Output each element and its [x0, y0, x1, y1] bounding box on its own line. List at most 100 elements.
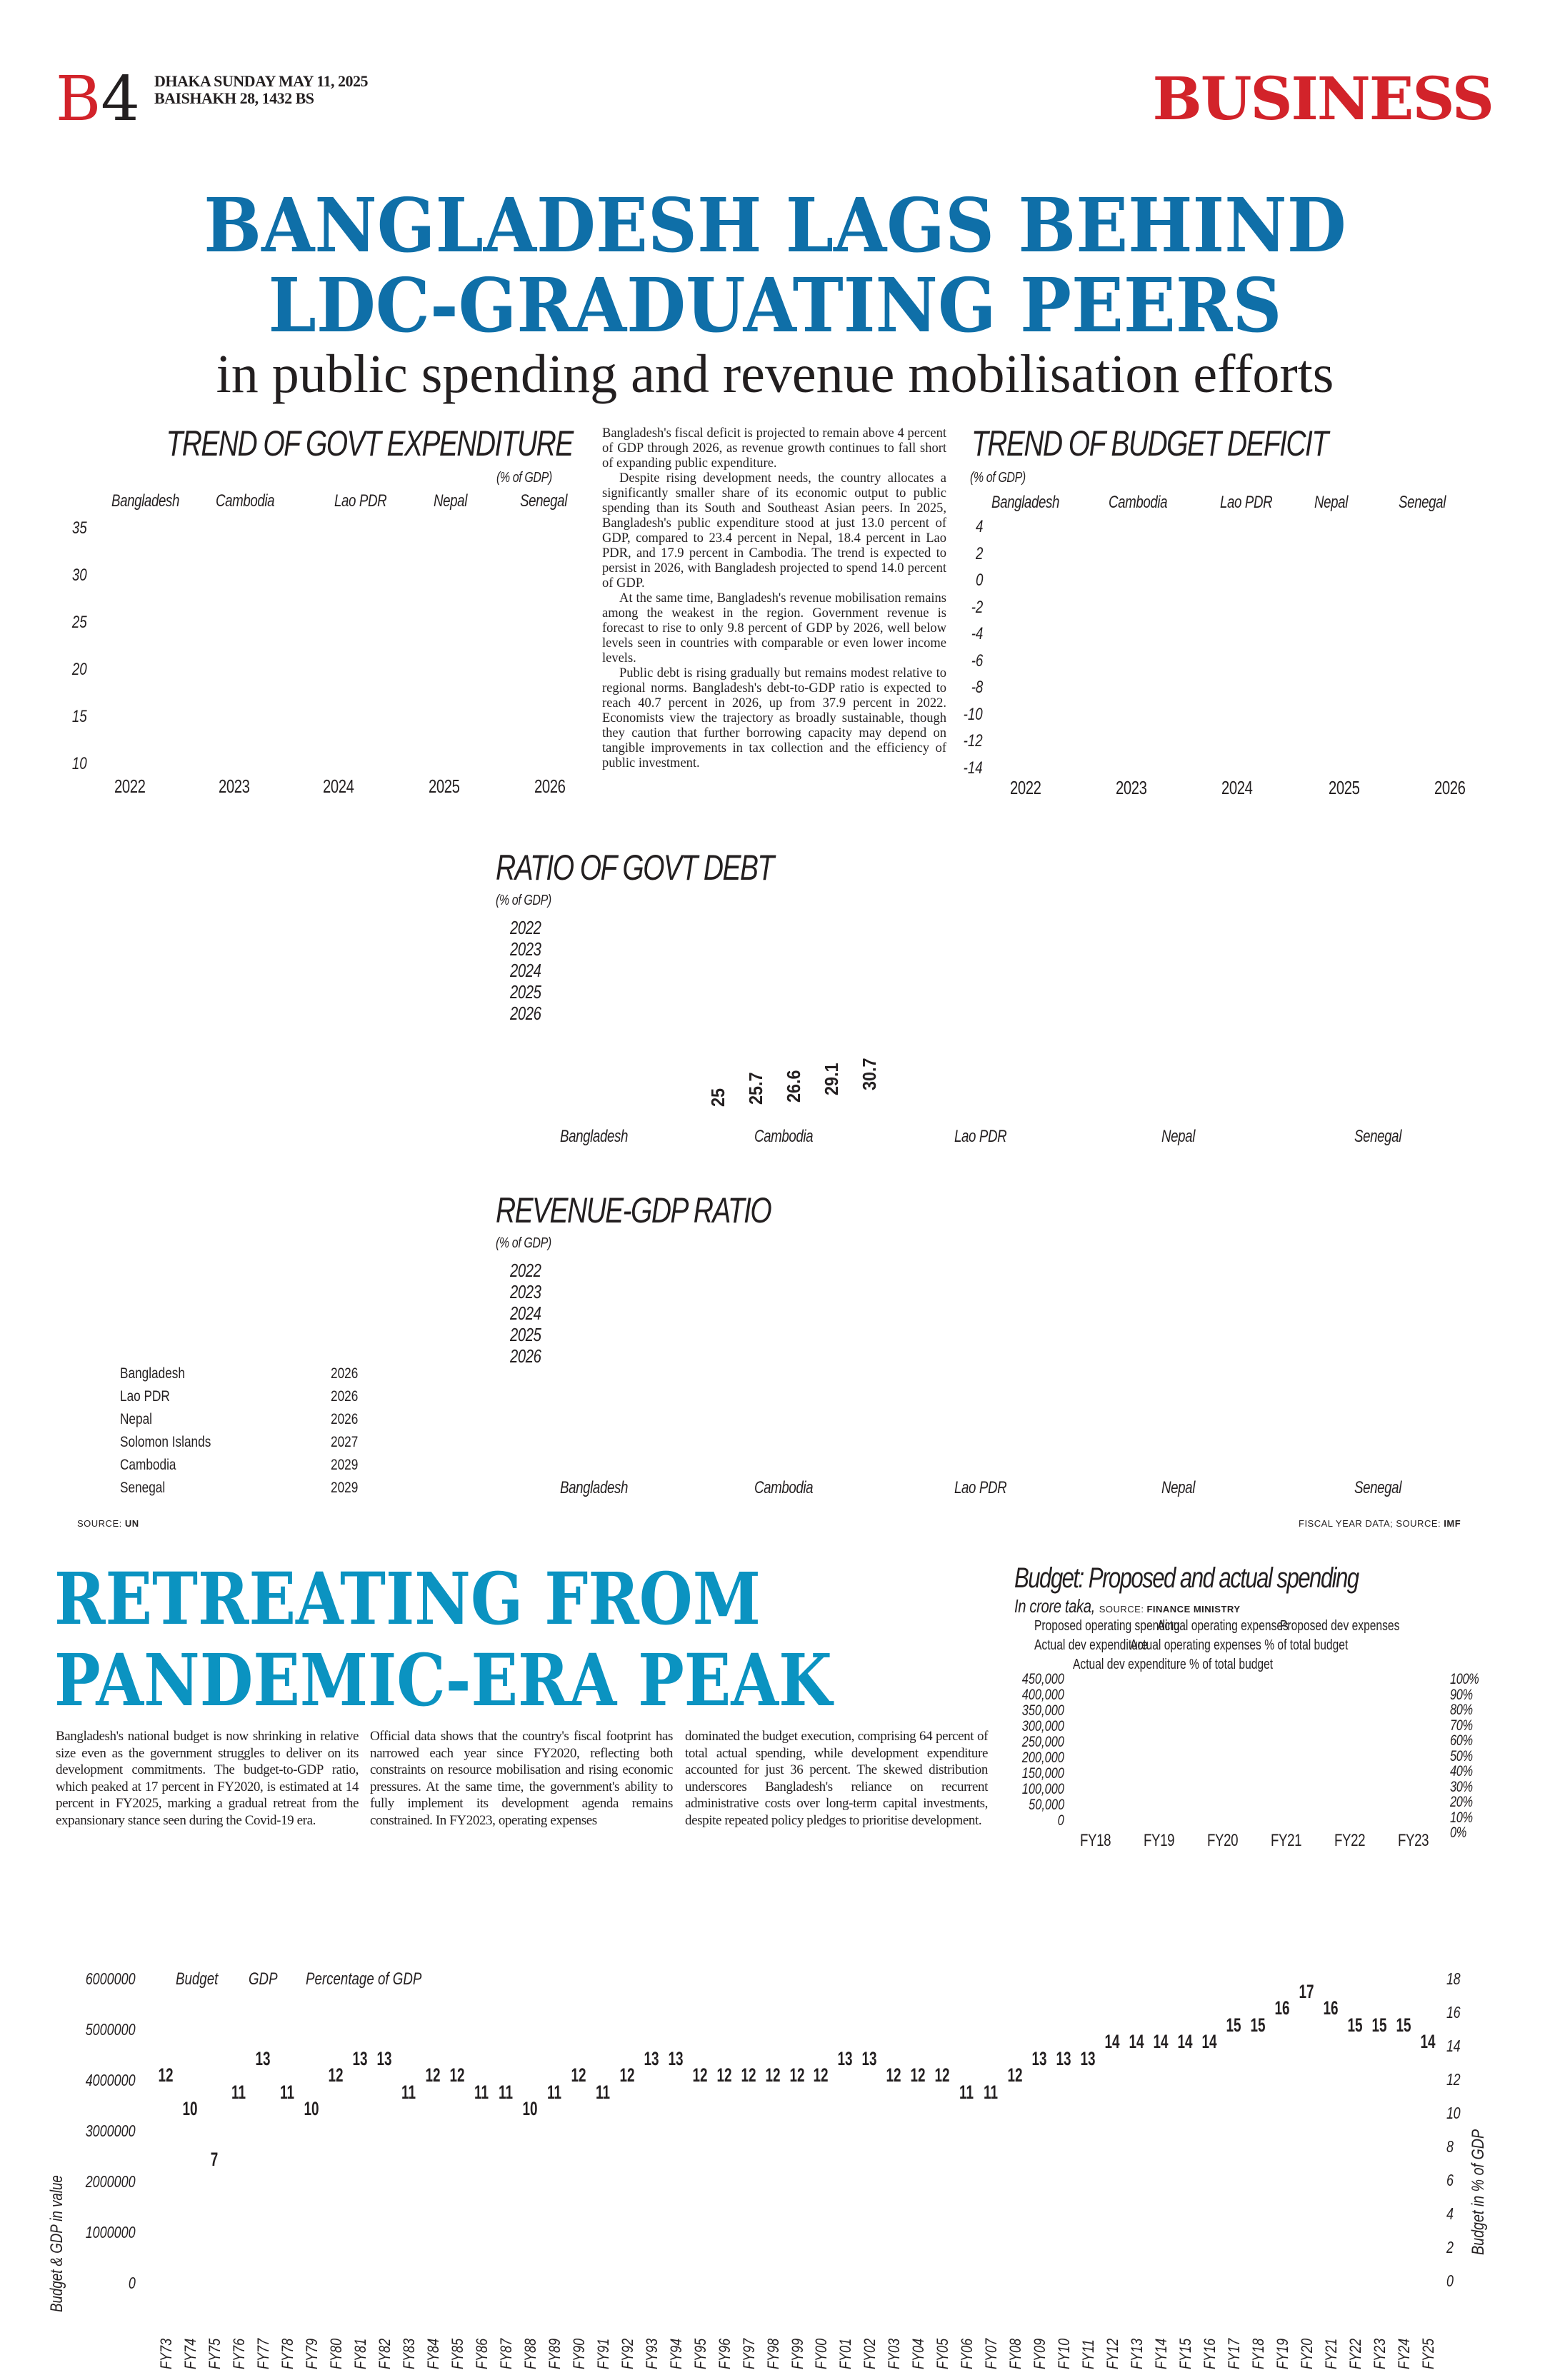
chart-title: TREND OF GOVT EXPENDITURE [166, 423, 574, 463]
chart-title: RATIO OF GOVT DEBT [496, 848, 774, 888]
x-tick: FY07 [982, 2338, 1001, 2369]
dateline: DHAKA SUNDAY MAY 11, 2025 BAISHAKH 28, 1… [154, 72, 369, 107]
category-label: Lao PDR [954, 1127, 1007, 1146]
x-tick: FY89 [545, 2338, 564, 2369]
percentage-label: 12 [619, 2064, 635, 2086]
x-tick: FY10 [1055, 2338, 1074, 2369]
y-tick: 15 [72, 707, 87, 726]
category-label: Senegal [1354, 1478, 1401, 1497]
data-label: 25.7 [745, 1072, 766, 1105]
percentage-label: 12 [425, 2064, 441, 2086]
legend-item: Nepal [434, 491, 467, 511]
y-tick: -4 [971, 624, 983, 643]
y-tick-right: 90% [1450, 1686, 1473, 1703]
x-tick: FY08 [1006, 2338, 1025, 2369]
x-tick: FY12 [1104, 2338, 1122, 2369]
percentage-label: 11 [984, 2081, 999, 2103]
x-tick: FY80 [326, 2338, 345, 2369]
y-tick-left: 3000000 [86, 2122, 136, 2140]
legend-item: Percentage of GDP [306, 1969, 422, 1989]
x-tick: FY82 [375, 2338, 394, 2369]
imf-source: FISCAL YEAR DATA; SOURCE: IMF [1299, 1518, 1461, 1529]
percentage-label: 13 [668, 2047, 684, 2069]
y-tick-left: 450,000 [1021, 1671, 1064, 1687]
legend-item: 2025 [510, 981, 541, 1003]
date-gregorian: DHAKA SUNDAY MAY 11, 2025 [154, 72, 369, 90]
data-label: 26.6 [783, 1070, 804, 1103]
x-tick: FY25 [1419, 2338, 1437, 2369]
x-tick: 2026 [1434, 777, 1466, 798]
y-tick: -12 [963, 731, 983, 750]
source-label: FISCAL YEAR DATA; SOURCE: [1299, 1518, 1441, 1529]
category-label: Cambodia [754, 1127, 814, 1146]
x-tick: FY06 [958, 2338, 976, 2369]
article2-col2: Official data shows that the country's f… [370, 1729, 673, 1828]
y-tick-left: 0 [1057, 1812, 1064, 1829]
unit-label: In crore taka, [1014, 1595, 1095, 1617]
x-tick: FY22 [1334, 1831, 1366, 1850]
y-tick: 30 [72, 566, 87, 585]
article2-col3: dominated the budget execution, comprisi… [685, 1729, 988, 1828]
percentage-label: 14 [1201, 2031, 1217, 2052]
percentage-label: 12 [1007, 2064, 1023, 2086]
y-tick-right: 80% [1450, 1702, 1473, 1718]
y-tick-left: 4000000 [86, 2071, 136, 2089]
percentage-label: 13 [376, 2047, 392, 2069]
y-tick-left: 300,000 [1021, 1718, 1064, 1734]
y-tick-left: 250,000 [1021, 1734, 1064, 1750]
percentage-label: 13 [644, 2047, 659, 2069]
x-tick: FY84 [424, 2338, 442, 2369]
x-tick: FY20 [1298, 2338, 1316, 2369]
legend-item: Senegal [1399, 493, 1446, 512]
y-tick-right: 10% [1450, 1809, 1473, 1826]
x-tick: FY00 [812, 2338, 831, 2369]
x-tick: 2023 [219, 775, 250, 797]
percentage-label: 13 [1031, 2047, 1047, 2069]
y-tick: -6 [971, 651, 983, 671]
x-tick: FY13 [1128, 2338, 1146, 2369]
x-tick: FY24 [1395, 2338, 1414, 2369]
y-tick: 4 [975, 517, 983, 536]
x-tick: FY94 [666, 2338, 685, 2369]
x-tick: FY14 [1152, 2338, 1171, 2369]
legend-item: 2023 [510, 1281, 541, 1302]
x-tick: FY91 [594, 2338, 612, 2369]
percentage-label: 15 [1250, 2014, 1266, 2036]
subheadline: in public spending and revenue mobilisat… [216, 344, 1334, 404]
percentage-label: 15 [1371, 2014, 1387, 2036]
legend-item: Budget [176, 1969, 219, 1989]
y-tick-right: 100% [1450, 1671, 1479, 1687]
section-headline-line1: RETREATING FROM [54, 1557, 761, 1641]
y-tick-left: 2000000 [86, 2172, 136, 2191]
percentage-label: 11 [546, 2081, 561, 2103]
y-tick-left: 350,000 [1021, 1702, 1064, 1719]
y-tick-left: 400,000 [1021, 1687, 1064, 1703]
legend-item: Bangladesh [111, 491, 179, 511]
page-letter: B [56, 64, 101, 135]
legend-item: Nepal [1314, 493, 1348, 512]
table-row-country: Senegal [120, 1480, 166, 1496]
x-tick: 2024 [323, 775, 354, 797]
date-bangla: BAISHAKH 28, 1432 BS [154, 89, 314, 107]
x-tick: FY81 [351, 2338, 369, 2369]
legend-item: Proposed operating spending [1034, 1618, 1180, 1634]
legend-item: Actual operating expenses % of total bud… [1130, 1637, 1349, 1653]
y-tick: -2 [971, 597, 983, 617]
x-tick: FY98 [764, 2338, 782, 2369]
legend-item: Cambodia [1109, 493, 1168, 512]
source-value: FINANCE MINISTRY [1146, 1604, 1241, 1615]
percentage-label: 12 [764, 2064, 781, 2086]
x-tick: FY93 [642, 2338, 661, 2369]
x-tick: FY03 [885, 2338, 904, 2369]
x-tick: FY73 [157, 2338, 175, 2369]
